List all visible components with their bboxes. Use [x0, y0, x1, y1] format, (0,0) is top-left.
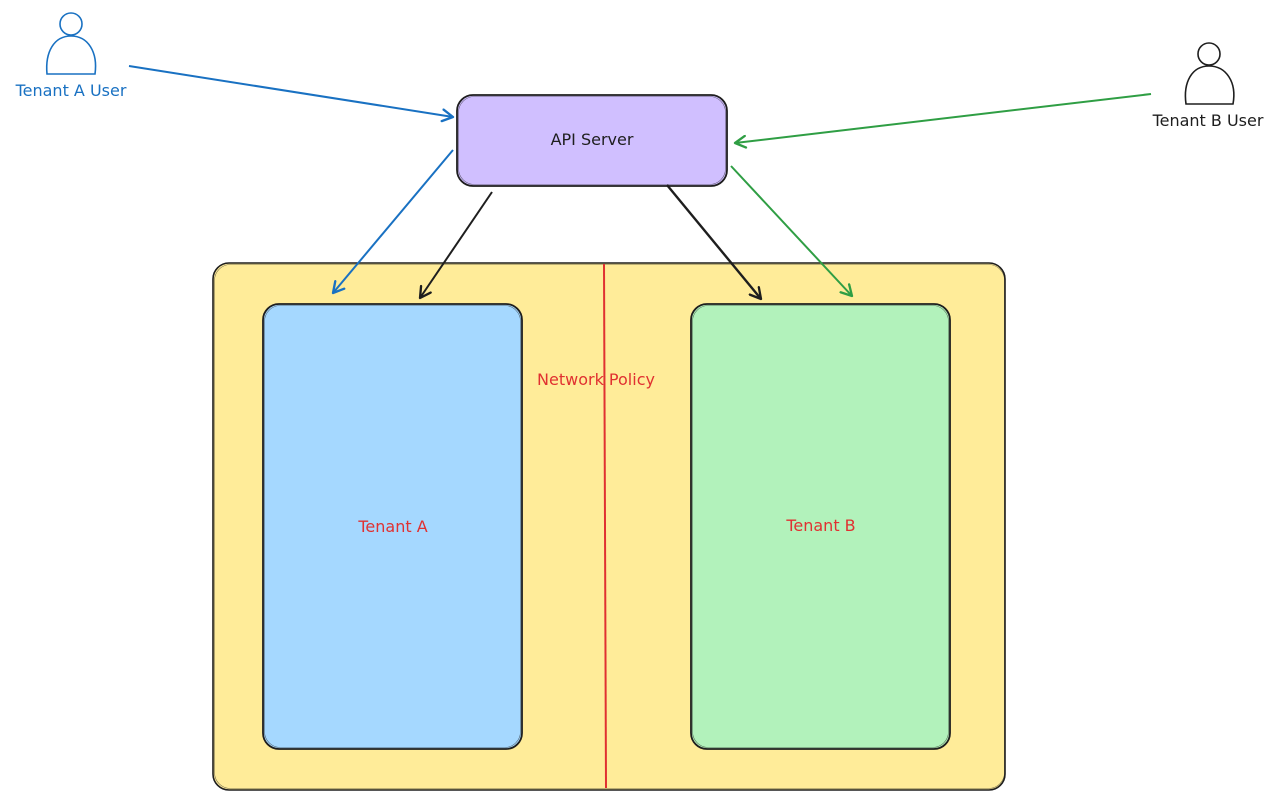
edge-tenant-a-user-to-api — [128, 65, 455, 123]
tenant-a-box[interactable] — [262, 303, 523, 750]
edge-api-to-tenant-a-black — [418, 191, 493, 300]
edge-api-to-tenant-a-blue — [331, 149, 454, 295]
tenant-a-user-label: Tenant A User — [15, 81, 127, 100]
edge-api-to-tenant-b-black — [666, 184, 763, 301]
api-server-label: API Server — [550, 130, 634, 149]
network-policy-line — [603, 263, 607, 789]
tenant-b-user-label: Tenant B User — [1152, 111, 1264, 130]
network-policy-label: Network Policy — [537, 370, 655, 389]
tenant-a-label: Tenant A — [358, 517, 428, 536]
edge-tenant-b-user-to-api — [733, 93, 1152, 149]
tenant-b-user-icon[interactable] — [1184, 42, 1235, 105]
tenant-b-box[interactable] — [690, 303, 951, 750]
tenant-b-label: Tenant B — [786, 516, 856, 535]
edge-api-to-tenant-b-green — [730, 165, 854, 298]
tenant-a-user-icon[interactable] — [45, 12, 97, 75]
api-server-box[interactable] — [456, 94, 728, 187]
